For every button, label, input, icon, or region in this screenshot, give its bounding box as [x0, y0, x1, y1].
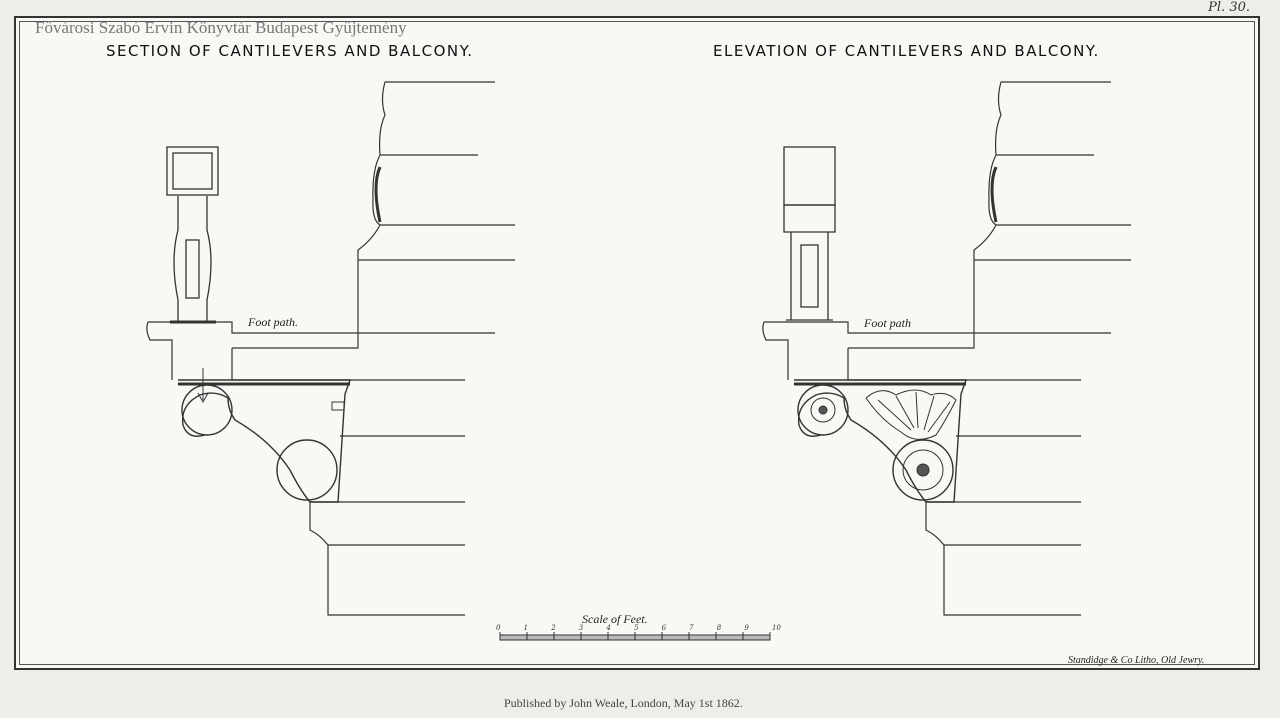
section-title: SECTION OF CANTILEVERS AND BALCONY.: [106, 42, 474, 60]
rosette-ornaments: [810, 389, 957, 491]
library-watermark: Fővárosi Szabó Ervin Könyvtár Budapest G…: [35, 18, 407, 37]
elevation-drawing: [761, 80, 1133, 617]
elevation-title: ELEVATION OF CANTILEVERS AND BALCONY.: [713, 42, 1100, 60]
scale-ticks: 0 1 2 3 4 5 6 7 8 9 10: [496, 624, 781, 632]
scale-bar: [499, 632, 771, 641]
baluster-elevation: [783, 146, 836, 321]
scale-tick: 9: [744, 624, 749, 632]
scale-tick: 8: [716, 624, 722, 632]
publisher-line: Published by John Weale, London, May 1st…: [504, 696, 743, 710]
plate-number: Pl. 30.: [1208, 0, 1250, 15]
scale-tick: 0: [496, 624, 501, 632]
scale-tick: 2: [551, 624, 556, 632]
scale-tick: 10: [771, 624, 781, 632]
arrow-icon: [197, 368, 209, 404]
lithographer-credit: Standidge & Co Litho, Old Jewry.: [1068, 655, 1205, 666]
scale-tick: 5: [633, 624, 639, 632]
scale-tick: 1: [523, 624, 529, 632]
scale-tick: 4: [606, 624, 611, 632]
scale-tick: 6: [661, 624, 667, 632]
elevation-foot-path-label: Foot path: [864, 316, 911, 330]
bolt-detail: [331, 401, 345, 411]
plate-frame: [14, 16, 1260, 670]
scale-tick: 3: [578, 624, 584, 632]
baluster-section: [166, 146, 219, 324]
scale-tick: 7: [689, 624, 694, 632]
section-foot-path-label: Foot path.: [248, 315, 298, 329]
section-drawing: [145, 80, 517, 617]
scale-label: Scale of Feet.: [582, 612, 648, 626]
